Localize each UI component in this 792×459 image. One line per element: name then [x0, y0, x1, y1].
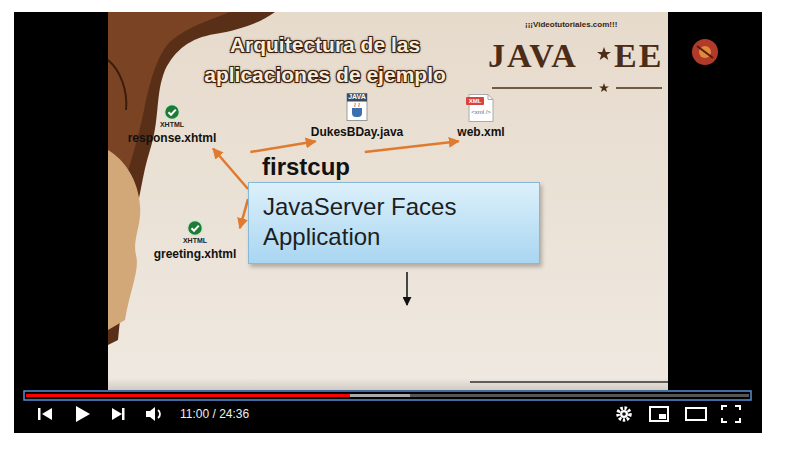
- miniplayer-button: [659, 414, 666, 419]
- logo-word: JAVA: [488, 36, 578, 76]
- file-arrow: [250, 141, 315, 152]
- volume-button: [158, 410, 160, 418]
- logo-word: EE: [614, 36, 663, 76]
- icon-tag: XHTML: [181, 236, 209, 245]
- previous-button: [38, 408, 41, 420]
- file-arrow: [365, 141, 459, 152]
- watermark-circle: [692, 39, 718, 65]
- label-slot: JAVA: [488, 36, 578, 76]
- check-circle: [188, 221, 203, 236]
- icon-tag: XHTML: [158, 120, 186, 129]
- logo-star: [597, 47, 611, 60]
- hair-stroke: [108, 60, 126, 110]
- volume-button: [146, 407, 155, 421]
- miniplayer-button: [650, 407, 668, 421]
- icon-tag: XML: [466, 97, 484, 105]
- icon-tag: JAVA: [345, 93, 369, 101]
- label-slot: EE: [614, 36, 663, 76]
- tag-shape: [466, 97, 484, 105]
- file-name: response.xhtml: [128, 131, 217, 146]
- file-name: greeting.xhtml: [154, 247, 237, 262]
- title-slot: Arquitectura de las aplicaciones de ejem…: [170, 30, 480, 90]
- icon-body: <xml />: [466, 109, 496, 116]
- settings-button: [620, 410, 628, 418]
- file-node: XML <xml /> web.xml: [454, 93, 507, 141]
- played-fill: [26, 394, 350, 397]
- slide-title: Arquitectura de las aplicaciones de ejem…: [170, 30, 480, 90]
- check-icon: XHTML: [158, 104, 186, 130]
- focus-outline: [24, 391, 751, 400]
- next-button: [122, 408, 125, 420]
- channel-watermark: [692, 39, 718, 65]
- buffer-fill: [26, 394, 410, 397]
- previous-button: [42, 408, 52, 420]
- next-button: [112, 408, 122, 420]
- slide-background: [108, 12, 668, 390]
- logo-star: [599, 83, 609, 92]
- watermark-stroke: [697, 46, 713, 58]
- check-mark: [192, 226, 199, 231]
- file-node: XHTML greeting.xhtml: [151, 219, 240, 263]
- cup-shape: [352, 108, 362, 117]
- tag-icon: XML <xml />: [466, 94, 496, 122]
- fullscreen-button: [722, 406, 740, 422]
- controls-shade: [14, 378, 762, 433]
- check-icon: XHTML: [181, 220, 209, 246]
- flow-arrow: [406, 272, 408, 305]
- heading-slot: firstcup: [248, 152, 540, 182]
- logo-rule: [492, 87, 592, 89]
- file-node: JAVA DukesBDay.java: [308, 92, 407, 141]
- theater-button: [686, 408, 706, 420]
- faces-box: JavaServer Faces Application: [248, 182, 540, 264]
- page-fold: [488, 95, 493, 100]
- site-url: ¡¡¡Videotutoriales.com!!!: [525, 20, 617, 30]
- label-slot: 11:00 / 24:36: [180, 406, 249, 422]
- settings-button: [622, 412, 626, 416]
- face-illustration: [108, 150, 140, 330]
- steam-lines: [355, 103, 360, 107]
- settings-button: [618, 408, 630, 420]
- progress-bar: [24, 391, 751, 400]
- logo-rule: [616, 87, 662, 89]
- file-node: XHTML response.xhtml: [125, 103, 220, 147]
- file-arrow: [240, 199, 248, 228]
- application-box: firstcupJavaServer Faces Application: [248, 152, 540, 264]
- file-name: web.xml: [457, 125, 504, 140]
- cup-icon: JAVA: [345, 93, 369, 121]
- time-display: 11:00 / 24:36: [180, 406, 249, 422]
- video-background: [14, 12, 762, 433]
- play-button: [76, 406, 90, 422]
- check-circle: [164, 105, 179, 120]
- label-slot: ¡¡¡Videotutoriales.com!!!: [525, 20, 617, 30]
- progress-track: [26, 394, 749, 397]
- hair-illustration: [108, 12, 275, 345]
- box-text: JavaServer Faces Application: [263, 192, 525, 252]
- box-heading: firstcup: [262, 152, 540, 182]
- check-mark: [168, 110, 175, 115]
- file-arrow: [213, 149, 248, 189]
- player-controls: [38, 406, 740, 422]
- file-name: DukesBDay.java: [311, 125, 404, 140]
